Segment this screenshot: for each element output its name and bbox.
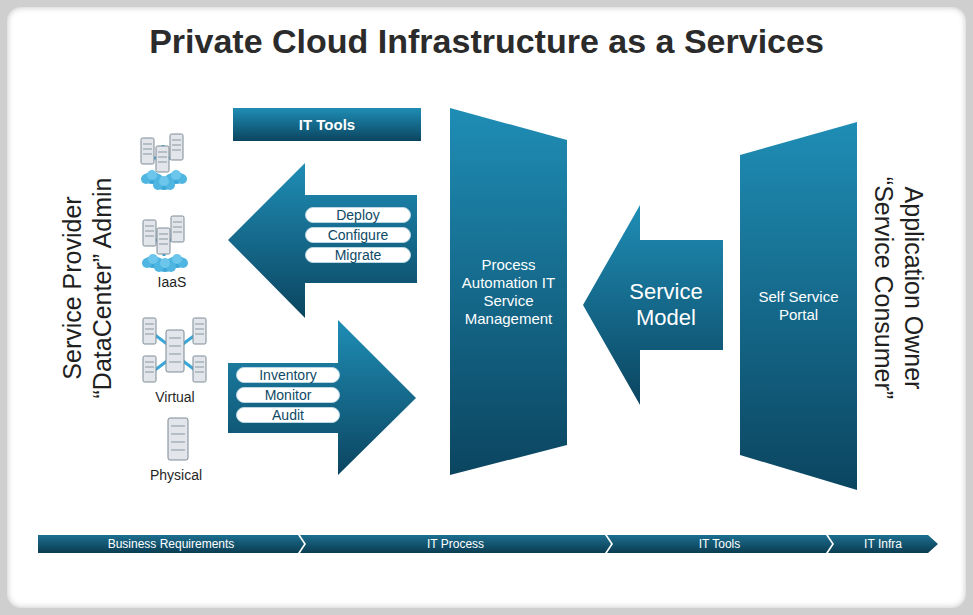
- action-pill: Inventory: [236, 367, 340, 383]
- physical-server-icon: [168, 418, 188, 460]
- node-text: Service Model: [616, 279, 716, 332]
- server-cloud-icon: [141, 134, 187, 190]
- side-title: Service Provider: [58, 196, 87, 379]
- node-outline: [740, 122, 857, 490]
- server-cloud-icon: [142, 216, 188, 272]
- node-text: Inventory: [259, 368, 317, 382]
- node-text: IT Tools: [299, 116, 355, 134]
- side-title: Application Owner: [899, 187, 928, 390]
- timeline-band: Business Requirements: [38, 535, 304, 553]
- side-title: “Service Consumer”: [869, 177, 898, 399]
- node-outline: [607, 535, 832, 553]
- process-trapezoid: Process Automation IT Service Management: [450, 108, 567, 475]
- node-text: Audit: [272, 408, 304, 422]
- virtual-server-icon: [143, 318, 206, 382]
- timeline-band: IT Infra: [828, 535, 938, 553]
- node-outline: [450, 108, 567, 475]
- tier-label: Virtual: [155, 389, 194, 405]
- node-text: Monitor: [265, 388, 312, 402]
- action-pill: Configure: [305, 227, 411, 243]
- inventory-arrow: [228, 320, 416, 475]
- tier-label: IaaS: [158, 274, 187, 290]
- diagram-title: Private Cloud Infrastructure as a Servic…: [0, 22, 973, 61]
- node-outline: [583, 205, 723, 405]
- node-text: IT Infra: [864, 538, 902, 550]
- action-pill: Audit: [236, 407, 340, 423]
- node-text: Self Service Portal: [745, 288, 852, 324]
- node-text: Process Automation IT Service Management: [455, 256, 562, 328]
- action-pill: Migrate: [305, 247, 411, 263]
- node-outline: [300, 535, 611, 553]
- node-outline: [828, 535, 938, 553]
- node-outline: [38, 535, 304, 553]
- node-text: Configure: [328, 228, 389, 242]
- service-model-arrow: Service Model: [583, 205, 723, 405]
- node-text: IT Process: [427, 538, 484, 550]
- tier-label: Physical: [150, 467, 202, 483]
- action-pill: Deploy: [305, 207, 411, 223]
- timeline-band: IT Tools: [607, 535, 832, 553]
- side-title: “DataCenter” Admin: [88, 178, 117, 399]
- deploy-arrow: [228, 163, 417, 318]
- action-pill: Monitor: [236, 387, 340, 403]
- node-text: Deploy: [336, 208, 380, 222]
- node-text: Business Requirements: [108, 538, 235, 550]
- portal-trapezoid: Self Service Portal: [740, 122, 857, 490]
- tools-bar: IT Tools: [233, 108, 421, 141]
- node-text: Migrate: [335, 248, 382, 262]
- node-text: IT Tools: [699, 538, 741, 550]
- timeline-band: IT Process: [300, 535, 611, 553]
